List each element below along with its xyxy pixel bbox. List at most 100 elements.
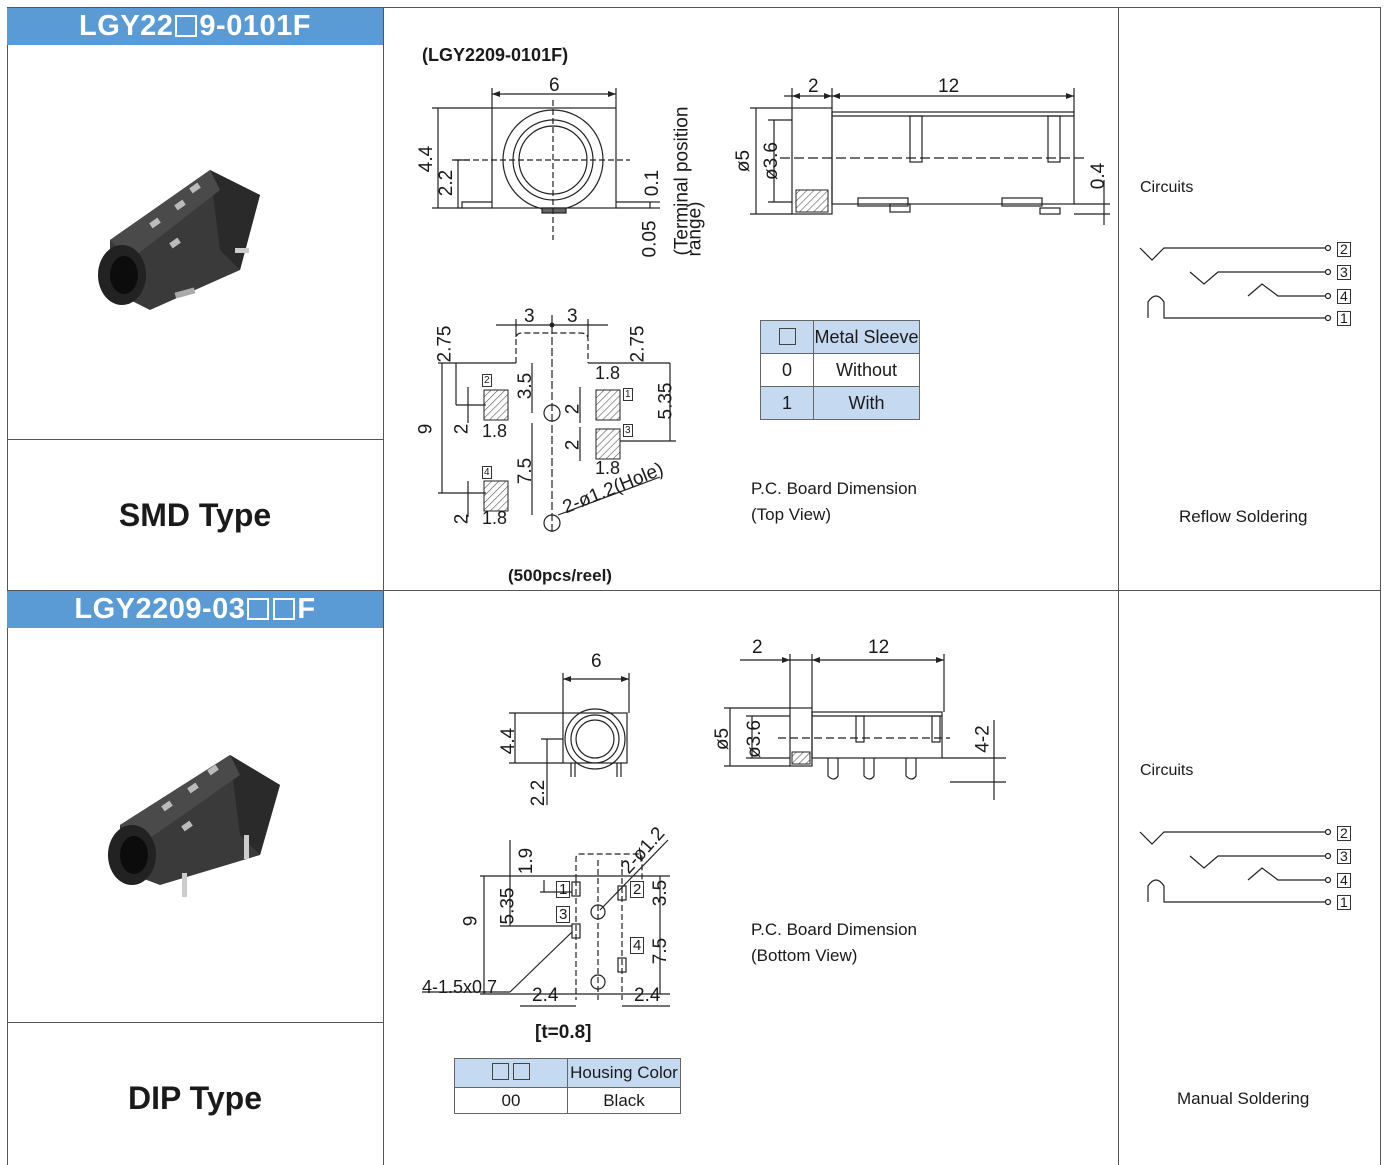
circuit-pin-label: 1 <box>1337 895 1351 910</box>
circuit-pin-label: 2 <box>1337 826 1351 841</box>
dim-label: 2 <box>562 439 584 451</box>
dim-label: 1.8 <box>595 458 621 478</box>
dim-label: 0.4 <box>1088 162 1110 190</box>
dim-label: 3 <box>524 306 535 327</box>
pin-label: 4 <box>630 937 645 954</box>
table-cell: Black <box>567 1087 681 1114</box>
placeholder-box <box>513 1063 531 1080</box>
grid-line <box>1118 7 1119 1165</box>
grid-line <box>7 7 1381 8</box>
smd-title-prefix: LGY22 <box>79 10 174 42</box>
dim-label: 0.1 <box>642 169 664 197</box>
dim-label: 2 <box>562 403 584 415</box>
dim-label: 2.4 <box>532 985 559 1006</box>
dip-thickness: [t=0.8] <box>535 1022 592 1043</box>
dim-label: 6 <box>591 651 602 672</box>
table-header-label: Metal Sleeve <box>813 320 920 354</box>
dim-label: 2.75 <box>434 325 456 363</box>
smd-option-table: Metal Sleeve 0 Without 1 With <box>760 320 920 420</box>
dim-label: 4.4 <box>498 727 520 755</box>
dim-label: ø3.6 <box>761 141 783 181</box>
table-cell: 1 <box>760 386 814 420</box>
dim-label: 0.05 <box>639 220 661 258</box>
dim-label: 3.5 <box>650 879 672 907</box>
smd-product-photo <box>98 170 260 310</box>
dip-model-title: LGY2209-03 F <box>7 591 383 628</box>
placeholder-box <box>273 598 296 620</box>
smd-type-label: SMD Type <box>118 497 272 533</box>
dim-label: 2.4 <box>634 985 661 1006</box>
smd-packaging: (500pcs/reel) <box>508 566 612 585</box>
dip-product-photo <box>108 755 280 897</box>
dip-front-view <box>509 673 630 805</box>
smd-circuits-label: Circuits <box>1140 179 1194 196</box>
dip-title-suffix: F <box>297 593 316 625</box>
dip-type-label: DIP Type <box>128 1080 262 1116</box>
pin-label: 1 <box>556 881 571 898</box>
dim-label: 3 <box>567 306 578 327</box>
grid-line <box>7 7 8 1165</box>
placeholder-box <box>175 15 198 37</box>
dim-label: 7.5 <box>515 457 537 485</box>
table-header-label: Housing Color <box>567 1058 681 1088</box>
dim-label: 5.35 <box>655 382 677 420</box>
dim-label: 1.8 <box>482 508 508 528</box>
dim-label: 4-1.5x0.7 <box>422 977 498 997</box>
dip-board-caption: P.C. Board Dimension <box>751 920 917 939</box>
dim-label: ø5 <box>733 149 755 173</box>
table-cell: 00 <box>454 1087 568 1114</box>
dip-board-caption-view: (Bottom View) <box>751 946 858 965</box>
table-cell: With <box>813 386 920 420</box>
smd-circuit-diagram <box>1139 244 1332 322</box>
table-cell: 0 <box>760 353 814 387</box>
grid-line <box>383 7 384 1165</box>
dim-label: 2 <box>808 76 819 97</box>
dim-label: 12 <box>868 637 890 658</box>
dip-side-view <box>724 654 1006 800</box>
pin-label: 1 <box>623 388 633 401</box>
circuit-pin-label: 2 <box>1337 242 1351 257</box>
smd-model-label: (LGY2209-0101F) <box>422 45 569 65</box>
pin-label: 2 <box>482 374 492 387</box>
grid-line <box>1380 7 1381 1165</box>
dim-label: 9 <box>415 423 437 435</box>
placeholder-box <box>778 327 796 345</box>
dim-label: 1.9 <box>516 847 538 875</box>
placeholder-box <box>247 598 270 620</box>
dim-label: 9 <box>460 915 482 927</box>
circuit-pin-label: 1 <box>1337 311 1351 326</box>
smd-side-view <box>750 88 1110 225</box>
dim-note: range) <box>684 201 706 257</box>
smd-pcb-view <box>438 315 676 535</box>
dim-label: 2.2 <box>436 169 458 197</box>
pin-label: 3 <box>623 424 633 437</box>
dim-label: 2.75 <box>627 325 649 363</box>
dim-label: 7.5 <box>650 937 672 965</box>
circuit-pin-label: 3 <box>1337 849 1351 864</box>
circuit-pin-label: 4 <box>1337 289 1351 304</box>
dim-label: 1.8 <box>482 421 508 441</box>
grid-line <box>7 1022 383 1023</box>
pin-label: 4 <box>482 466 492 479</box>
placeholder-box <box>491 1063 509 1080</box>
smd-board-caption-view: (Top View) <box>751 505 831 524</box>
dim-label: 2 <box>752 637 763 658</box>
dip-option-table: Housing Color 00 Black <box>454 1058 681 1114</box>
dim-label: 5.35 <box>497 887 519 925</box>
dip-pcb-view <box>422 839 670 1007</box>
table-header-code <box>454 1058 568 1088</box>
grid-line <box>7 590 1381 591</box>
dim-label: 4-2 <box>972 725 994 753</box>
smd-soldering: Reflow Soldering <box>1179 507 1308 526</box>
dim-label: 2 <box>451 513 473 525</box>
grid-line <box>7 439 383 440</box>
table-header-code <box>760 320 814 354</box>
circuit-pin-label: 4 <box>1337 873 1351 888</box>
dim-label: 3.5 <box>515 372 537 400</box>
smd-board-caption: P.C. Board Dimension <box>751 479 917 498</box>
dim-label: 1.8 <box>595 363 621 383</box>
dip-title-prefix: LGY2209-03 <box>74 593 246 625</box>
dim-label: 6 <box>549 75 560 96</box>
smd-title-suffix: 9-0101F <box>199 10 311 42</box>
table-cell: Without <box>813 353 920 387</box>
